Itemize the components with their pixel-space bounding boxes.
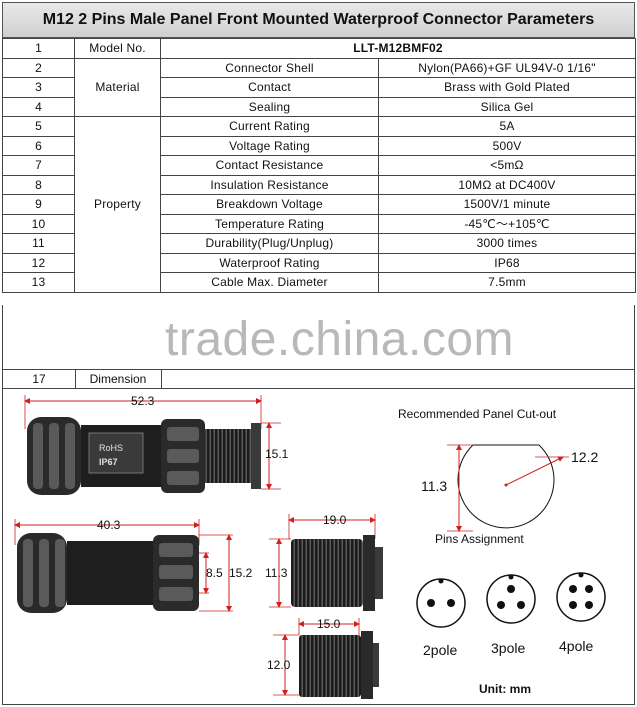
row-number: 13: [2, 272, 75, 293]
item-label: Contact Resistance: [160, 155, 379, 176]
table-row: 3 Contact Brass with Gold Plated: [2, 77, 636, 98]
socket-thread-view: 19.0 11.3: [265, 513, 383, 611]
item-label: Contact: [160, 77, 379, 98]
model-value: LLT-M12BMF02: [160, 38, 636, 59]
table-row: 10 Temperature Rating -45℃～+105℃: [2, 213, 636, 234]
dim-length-label: 52.3: [131, 394, 155, 408]
cutout-title: Recommended Panel Cut-out: [398, 407, 557, 421]
row-number: 9: [2, 194, 75, 215]
plug-view: 40.3 8.5 15.2: [14, 518, 253, 613]
row-number: 2: [2, 57, 75, 78]
property-group-label: Property: [74, 116, 161, 293]
item-label: Connector Shell: [160, 57, 379, 78]
item-value: <5mΩ: [378, 155, 636, 176]
table-row: 9 Breakdown Voltage 1500V/1 minute: [2, 194, 636, 215]
item-value: Brass with Gold Plated: [378, 77, 636, 98]
row-number: 3: [2, 77, 75, 98]
dim-thread-length-label: 19.0: [323, 513, 347, 527]
table-row: 8 Insulation Resistance 10MΩ at DC400V: [2, 174, 636, 195]
item-label: Insulation Resistance: [160, 174, 379, 195]
socket-thread-view-short: 15.0 12.0: [267, 617, 379, 699]
dimension-drawing: 52.3 RoHS IP67 15.1: [2, 389, 635, 705]
model-label: Model No.: [74, 38, 161, 59]
row-number: 1: [2, 38, 75, 59]
item-value: -45℃～+105℃: [378, 213, 636, 234]
item-label: Breakdown Voltage: [160, 194, 379, 215]
row-number: 4: [2, 96, 75, 117]
table-row: 2 Material Connector Shell Nylon(PA66)+G…: [2, 57, 636, 117]
obscured-rows: [2, 305, 635, 369]
row-number: 17: [3, 370, 76, 388]
material-group-label: Material: [74, 57, 161, 117]
cutout-radius-label: 12.2: [571, 449, 598, 465]
item-label: Voltage Rating: [160, 135, 379, 156]
dim-short-length-label: 15.0: [317, 617, 341, 631]
dim-outer-height-label: 15.2: [229, 566, 253, 580]
item-label: Temperature Rating: [160, 213, 379, 234]
pin-label-3pole: 3pole: [491, 640, 525, 656]
ip-badge-text: IP67: [99, 457, 118, 467]
table-row: 17 Dimension: [2, 369, 635, 389]
row-number: 5: [2, 116, 75, 137]
item-value: 3000 times: [378, 233, 636, 254]
pin-label-4pole: 4pole: [559, 638, 593, 654]
item-label: Waterproof Rating: [160, 252, 379, 273]
table-row: 11 Durability(Plug/Unplug) 3000 times: [2, 233, 636, 254]
item-value: IP68: [378, 252, 636, 273]
table-row: 1 Model No. LLT-M12BMF02: [2, 38, 636, 59]
item-label: Sealing: [160, 96, 379, 117]
row-number: 6: [2, 135, 75, 156]
pin-label-2pole: 2pole: [423, 642, 457, 658]
spec-table: 1 Model No. LLT-M12BMF02 2 Material Conn…: [2, 38, 636, 293]
dim-height-label: 15.1: [265, 447, 289, 461]
item-value: Silica Gel: [378, 96, 636, 117]
item-value: 1500V/1 minute: [378, 194, 636, 215]
table-row: 5 Property Current Rating 5A: [2, 116, 636, 293]
drawing-svg: 52.3 RoHS IP67 15.1: [14, 394, 606, 699]
row-number: 7: [2, 155, 75, 176]
item-value: 10MΩ at DC400V: [378, 174, 636, 195]
panel-cutout: Recommended Panel Cut-out 12.2 11.3: [398, 407, 598, 532]
cutout-height-label: 11.3: [421, 478, 447, 494]
row-number: 10: [2, 213, 75, 234]
rohs-badge-text: RoHS: [99, 443, 123, 453]
row-number: 8: [2, 174, 75, 195]
row-number: 11: [2, 233, 75, 254]
table-row: 13 Cable Max. Diameter 7.5mm: [2, 272, 636, 293]
pins-title: Pins Assignment: [435, 532, 524, 546]
table-row: 6 Voltage Rating 500V: [2, 135, 636, 156]
dim-inner-height-label: 8.5: [206, 566, 223, 580]
item-value: Nylon(PA66)+GF UL94V-0 1/16": [378, 57, 636, 78]
item-label: Current Rating: [160, 116, 379, 137]
item-label: Cable Max. Diameter: [160, 272, 379, 293]
dim-short-height-label: 12.0: [267, 658, 291, 672]
item-value: 500V: [378, 135, 636, 156]
connector-full-view: 52.3 RoHS IP67 15.1: [24, 394, 289, 495]
page-title: M12 2 Pins Male Panel Front Mounted Wate…: [2, 2, 635, 38]
dim-length-label: 40.3: [97, 518, 121, 532]
dimension-label: Dimension: [75, 370, 162, 388]
row-number: 12: [2, 252, 75, 273]
item-value: 7.5mm: [378, 272, 636, 293]
item-label: Durability(Plug/Unplug): [160, 233, 379, 254]
unit-label: Unit: mm: [479, 682, 531, 696]
pins-assignment: Pins Assignment 2pole 3pole 4pole: [416, 532, 606, 658]
watermark: trade.china.com: [165, 313, 515, 366]
item-value: 5A: [378, 116, 636, 137]
dim-thread-height-label: 11.3: [265, 566, 288, 580]
